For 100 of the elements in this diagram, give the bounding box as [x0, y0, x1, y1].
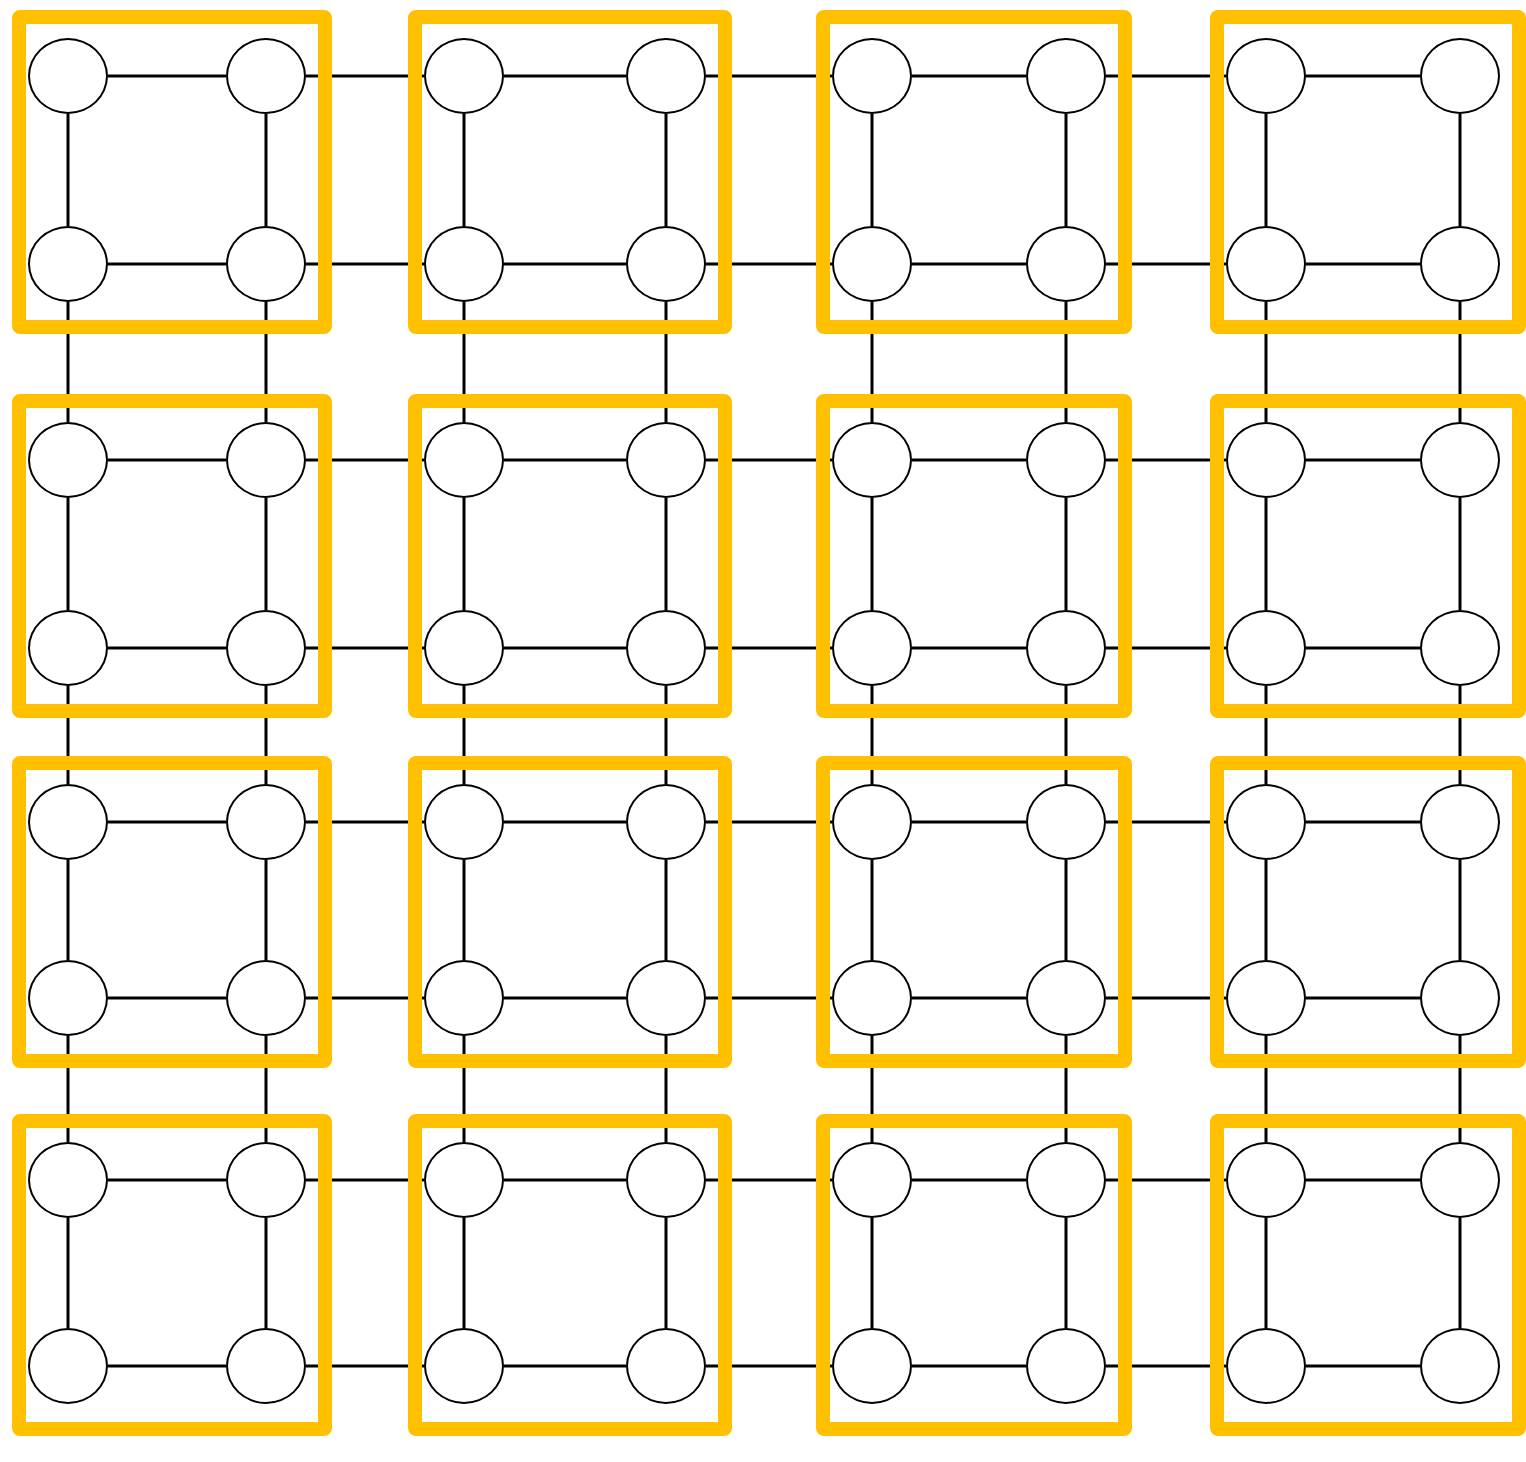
node-circle — [1026, 960, 1106, 1036]
connector-line — [1458, 498, 1462, 610]
group-frame — [12, 1114, 332, 1436]
node-circle — [226, 1328, 306, 1404]
node-circle — [626, 610, 706, 686]
connector-line — [108, 1178, 226, 1182]
connector-line — [1306, 1364, 1420, 1368]
connector-line — [870, 1218, 874, 1328]
connector-line — [1264, 114, 1268, 226]
connector-line — [108, 646, 226, 650]
group-frame — [816, 394, 1132, 718]
connector-line — [1306, 262, 1420, 266]
connector-line — [108, 458, 226, 462]
connector-line — [1064, 1218, 1068, 1328]
connector-line — [462, 860, 466, 960]
connector-line — [504, 646, 626, 650]
node-circle — [832, 1142, 912, 1218]
connector-line — [1306, 996, 1420, 1000]
node-circle — [1420, 960, 1500, 1036]
node-circle — [226, 38, 306, 114]
connector-line — [1458, 114, 1462, 226]
group-frame — [408, 10, 732, 334]
connector-line — [1306, 1178, 1420, 1182]
connector-line — [664, 114, 668, 226]
node-circle — [1026, 38, 1106, 114]
connector-line — [504, 74, 626, 78]
node-circle — [424, 422, 504, 498]
group-frame — [408, 394, 732, 718]
connector-line — [108, 74, 226, 78]
group-frame — [408, 756, 732, 1068]
node-circle — [1420, 1328, 1500, 1404]
connector-line — [1458, 1218, 1462, 1328]
group-frame — [1210, 10, 1526, 334]
connector-line — [66, 1218, 70, 1328]
connector-line — [66, 114, 70, 226]
connector-line — [108, 262, 226, 266]
node-circle — [28, 226, 108, 302]
connector-line — [108, 1364, 226, 1368]
connector-line — [912, 74, 1026, 78]
node-circle — [424, 1142, 504, 1218]
node-circle — [626, 1328, 706, 1404]
connector-line — [912, 646, 1026, 650]
connector-line — [462, 498, 466, 610]
node-circle — [1026, 226, 1106, 302]
group-frame — [1210, 756, 1526, 1068]
connector-line — [912, 458, 1026, 462]
connector-line — [1306, 646, 1420, 650]
connector-line — [504, 262, 626, 266]
node-circle — [226, 960, 306, 1036]
connector-line — [462, 114, 466, 226]
node-circle — [626, 1142, 706, 1218]
node-circle — [1226, 226, 1306, 302]
connector-line — [264, 114, 268, 226]
node-circle — [1226, 1328, 1306, 1404]
connector-line — [504, 820, 626, 824]
node-circle — [424, 960, 504, 1036]
connector-line — [1264, 1218, 1268, 1328]
node-circle — [832, 38, 912, 114]
connector-line — [664, 860, 668, 960]
node-circle — [1226, 38, 1306, 114]
connector-line — [870, 498, 874, 610]
connector-line — [264, 860, 268, 960]
node-circle — [1026, 610, 1106, 686]
node-circle — [1420, 38, 1500, 114]
connector-line — [108, 996, 226, 1000]
group-frame — [408, 1114, 732, 1436]
connector-line — [1064, 498, 1068, 610]
connector-line — [912, 996, 1026, 1000]
node-circle — [424, 610, 504, 686]
node-circle — [626, 38, 706, 114]
node-circle — [28, 784, 108, 860]
node-circle — [226, 226, 306, 302]
connector-line — [108, 820, 226, 824]
connector-line — [264, 1218, 268, 1328]
node-circle — [1420, 784, 1500, 860]
connector-line — [504, 1364, 626, 1368]
node-circle — [28, 610, 108, 686]
connector-line — [504, 996, 626, 1000]
connector-line — [1306, 820, 1420, 824]
node-circle — [28, 1142, 108, 1218]
node-circle — [1226, 1142, 1306, 1218]
node-circle — [28, 38, 108, 114]
node-circle — [626, 960, 706, 1036]
group-frame — [816, 10, 1132, 334]
node-circle — [626, 784, 706, 860]
node-circle — [226, 784, 306, 860]
node-circle — [1420, 1142, 1500, 1218]
node-circle — [832, 610, 912, 686]
connector-line — [1264, 860, 1268, 960]
node-circle — [1026, 784, 1106, 860]
connector-line — [504, 1178, 626, 1182]
node-circle — [424, 1328, 504, 1404]
connector-line — [1064, 114, 1068, 226]
connector-line — [66, 860, 70, 960]
group-frame — [12, 394, 332, 718]
group-frame — [816, 756, 1132, 1068]
connector-line — [264, 498, 268, 610]
node-circle — [424, 226, 504, 302]
group-frame — [1210, 394, 1526, 718]
connector-line — [912, 820, 1026, 824]
